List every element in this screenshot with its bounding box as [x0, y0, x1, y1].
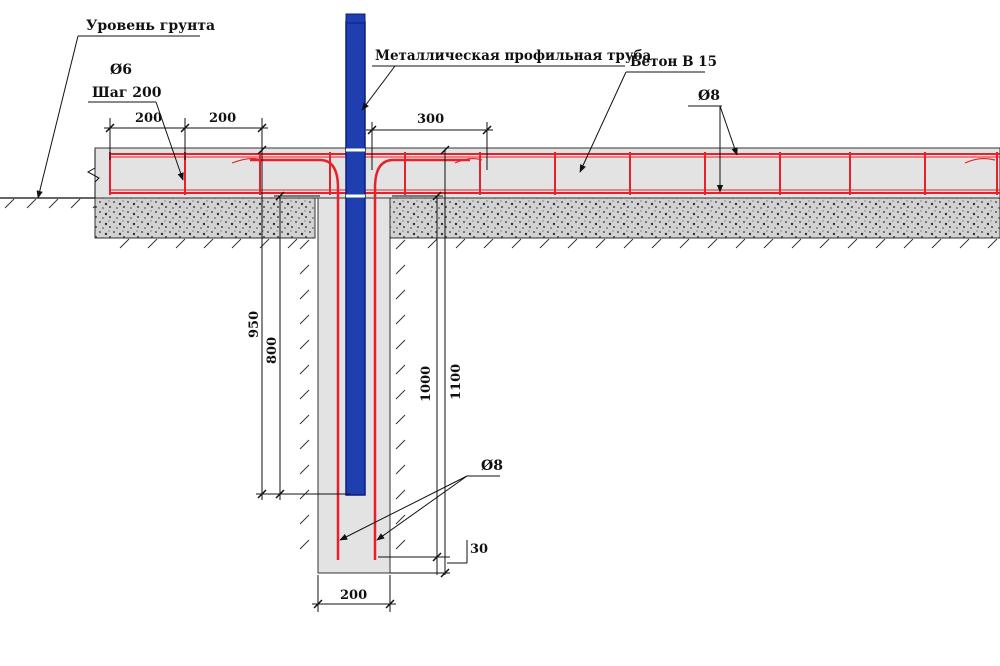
slab-rebar-arrow-2: [719, 105, 738, 156]
hatch-line: [259, 238, 270, 249]
hatch-line: [875, 238, 886, 249]
slab-stirrups: [109, 152, 998, 195]
gravel-base-left: [94, 197, 316, 239]
hatch-line: [299, 314, 310, 325]
dim-pile-width-value: 200: [340, 588, 367, 603]
hatch-line: [395, 389, 406, 400]
break-mark: [86, 150, 100, 198]
pile-rebar-arrow-1: [339, 475, 468, 541]
dim-cover: 30: [470, 542, 488, 557]
step-arrow: [155, 101, 184, 181]
rebar-dia-pile-label: Ø8: [481, 458, 503, 474]
rebar-dia-slab-label: Ø8: [698, 88, 720, 104]
hatch-line: [299, 264, 310, 275]
pile-rebar-arrow-2: [376, 475, 468, 541]
hatch-line: [203, 238, 214, 249]
hatch-line: [903, 238, 914, 249]
dim-step: [104, 118, 268, 160]
hatch-line: [299, 389, 310, 400]
hatch-line: [299, 514, 310, 525]
hatch-line: [395, 339, 406, 350]
hatch-line: [395, 514, 406, 525]
hatch-line: [735, 238, 746, 249]
dim-800: 800: [265, 337, 280, 364]
hatch-line: [539, 238, 550, 249]
dim-1100: 1100: [449, 364, 464, 400]
hatch-line: [175, 238, 186, 249]
hatch-line: [707, 238, 718, 249]
concrete-arrow: [579, 71, 627, 173]
hatch-line: [299, 339, 310, 350]
pile-rebar: [231, 157, 996, 560]
hatch-line: [651, 238, 662, 249]
hatch-line: [26, 198, 37, 209]
hatch-line: [395, 464, 406, 475]
hatch-line: [299, 289, 310, 300]
pipe-label: Металлическая профильная труба: [375, 48, 652, 64]
dim-950: 950: [247, 311, 262, 338]
hatch-line: [395, 489, 406, 500]
hatch-line: [299, 539, 310, 550]
hatch-line: [511, 238, 522, 249]
hatch-line: [959, 238, 970, 249]
hatch-line: [679, 238, 690, 249]
hatch-line: [70, 198, 81, 209]
hatch-line: [287, 238, 298, 249]
hatch-line: [595, 238, 606, 249]
hatch-line: [791, 238, 802, 249]
rebar-dia-top-label: Ø6: [110, 62, 132, 78]
hatch-line: [483, 238, 494, 249]
hatch-line: [763, 238, 774, 249]
hatch-line: [119, 238, 130, 249]
hatch-line: [395, 239, 406, 250]
hatch-line: [931, 238, 942, 249]
ground-level-arrow: [36, 35, 79, 199]
hatch-line: [147, 238, 158, 249]
hatch-line: [567, 238, 578, 249]
hatch-line: [847, 238, 858, 249]
metal-pipe: [345, 13, 366, 496]
hatch-line: [299, 364, 310, 375]
hatch-line: [987, 238, 998, 249]
pipe-arrow: [361, 65, 396, 111]
hatch-line: [299, 239, 310, 250]
hatch-line: [299, 414, 310, 425]
hatch-line: [819, 238, 830, 249]
gravel-base-right: [389, 197, 1000, 239]
hatch-line: [455, 238, 466, 249]
concrete-label: Бетон В 15: [630, 54, 717, 70]
hatch-line: [395, 314, 406, 325]
dim-1000: 1000: [419, 366, 434, 402]
soil-hatch: [4, 198, 998, 550]
hatch-line: [623, 238, 634, 249]
hatch-line: [395, 414, 406, 425]
hatch-line: [395, 289, 406, 300]
dim-step-a: 200: [135, 111, 162, 126]
hatch-line: [395, 264, 406, 275]
dim-pile-width: [312, 575, 396, 612]
hatch-line: [231, 238, 242, 249]
step-label: Шаг 200: [92, 85, 162, 101]
hatch-line: [4, 198, 15, 209]
dim-anchor: [366, 122, 493, 170]
dim-step-b: 200: [209, 111, 236, 126]
hatch-line: [395, 364, 406, 375]
hatch-line: [395, 439, 406, 450]
dim-left: [256, 145, 350, 500]
hatch-line: [299, 464, 310, 475]
dim-anchor-value: 300: [417, 112, 444, 127]
hatch-line: [48, 198, 59, 209]
dim-right: [378, 145, 468, 578]
hatch-line: [395, 539, 406, 550]
ground-level-label: Уровень грунта: [86, 18, 215, 34]
hatch-line: [427, 238, 438, 249]
hatch-line: [299, 439, 310, 450]
